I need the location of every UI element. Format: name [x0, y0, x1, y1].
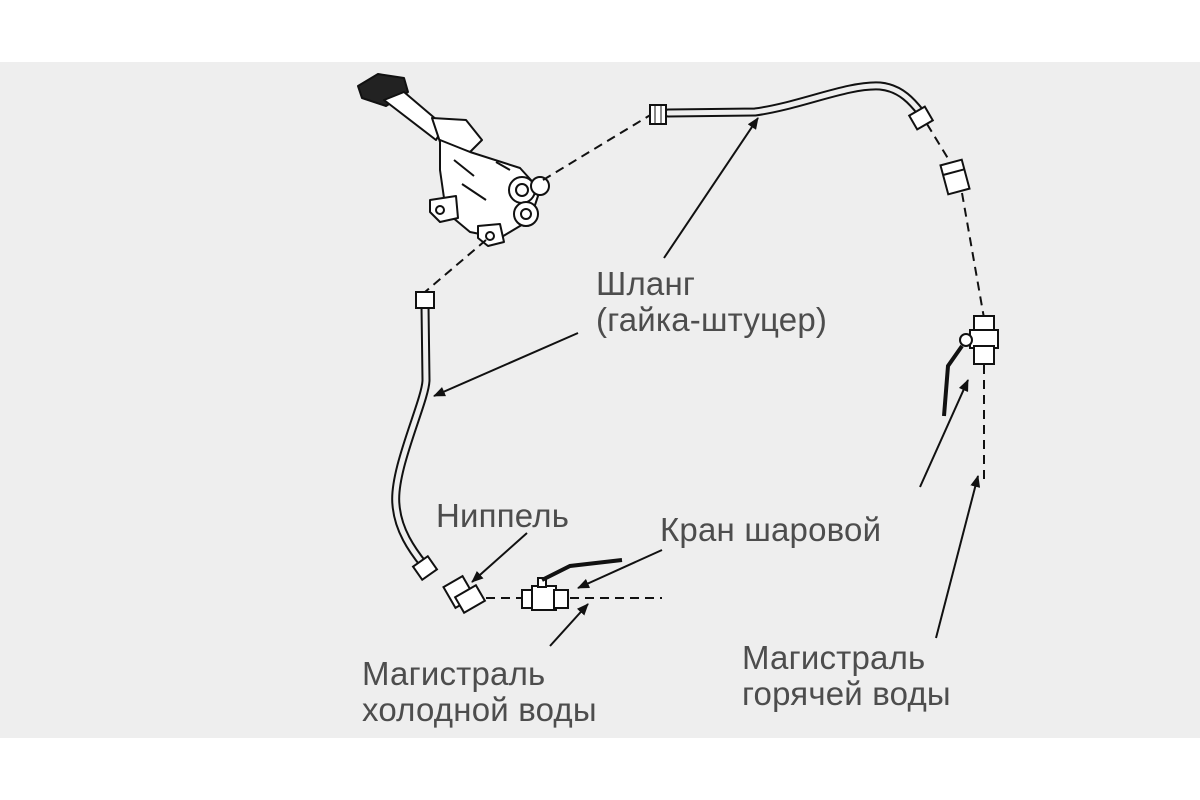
- hot-water-fitting-icon: [939, 158, 971, 196]
- hose-label-line1: Шланг: [596, 265, 696, 302]
- hot-label-line2: горячей воды: [742, 675, 951, 712]
- nipple-icon: [442, 574, 487, 615]
- nipple-label: Ниппель: [436, 497, 570, 534]
- cold-ball-valve-icon: [521, 558, 623, 611]
- dashed-connection-lines: [424, 113, 985, 599]
- hose-label-line2: (гайка-штуцер): [596, 301, 828, 338]
- diagram-background: [0, 62, 1200, 738]
- cold-label-line1: Магистраль: [362, 655, 546, 692]
- hot-label-line1: Магистраль: [742, 639, 926, 676]
- ball-valve-label: Кран шаровой: [660, 511, 882, 548]
- hot-ball-valve-icon: [942, 315, 999, 417]
- upper-hose: [649, 81, 935, 131]
- cold-water-main-label: Магистраль холодной воды: [362, 656, 597, 728]
- hose-label: Шланг (гайка-штуцер): [596, 266, 827, 338]
- annotation-arrows: [433, 117, 981, 647]
- left-hose: [391, 291, 439, 582]
- pedal-valve-icon: [357, 73, 550, 247]
- hot-water-main-label: Магистраль горячей воды: [742, 640, 951, 712]
- cold-label-line2: холодной воды: [362, 691, 597, 728]
